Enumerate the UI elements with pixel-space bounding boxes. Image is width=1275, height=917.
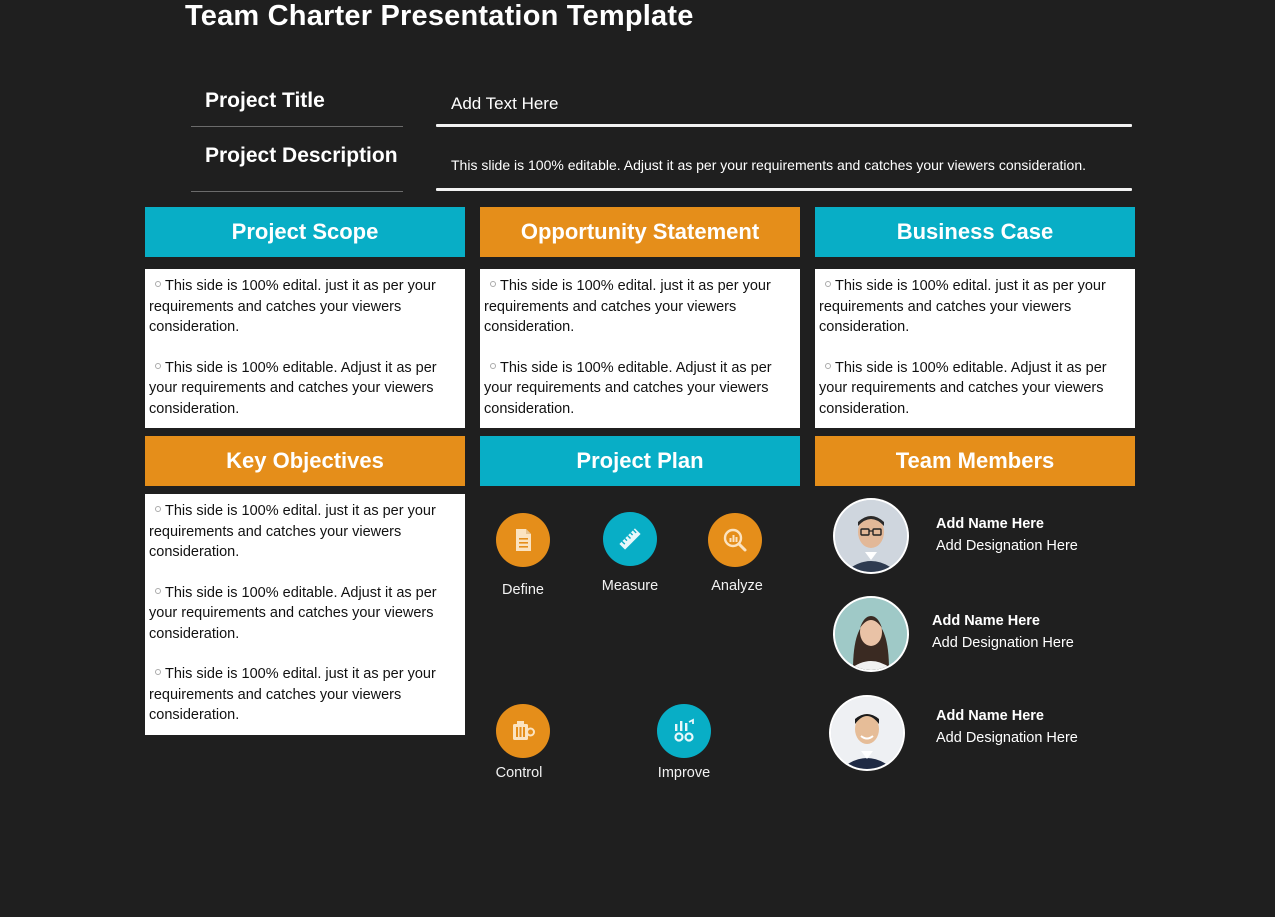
project-description-underline [436,188,1132,191]
member-designation: Add Designation Here [932,635,1074,651]
ruler-icon [603,512,657,566]
member-avatar-man-smiling [831,697,903,769]
bullet-icon [490,362,496,369]
list-item: This side is 100% edital. just it as per… [149,278,436,335]
team-members-header: Team Members [815,436,1135,486]
list-item: This side is 100% editable. Adjust it as… [149,584,437,642]
member-designation: Add Designation Here [936,730,1078,746]
bullet-icon [155,669,161,675]
list-item: This side is 100% edital. just it as per… [484,278,771,335]
opportunity-statement-header: Opportunity Statement [480,207,800,257]
member-name: Add Name Here [932,613,1040,629]
list-item: This side is 100% edital. just it as per… [149,503,436,560]
business-case-box: This side is 100% edital. just it as per… [815,269,1135,428]
business-case-header: Business Case [815,207,1135,257]
list-item: This side is 100% edital. just it as per… [149,666,436,723]
gears-chart-icon [657,704,711,758]
project-plan-header: Project Plan [480,436,800,486]
member-avatar-man-glasses [835,500,907,572]
document-icon [496,513,550,567]
plan-step-define: Define [502,582,544,598]
project-scope-header: Project Scope [145,207,465,257]
project-title-label-divider [191,126,403,127]
list-item: This side is 100% editable. Adjust it as… [484,359,772,417]
battery-gear-icon [496,704,550,758]
project-description-value[interactable]: This slide is 100% editable. Adjust it a… [451,157,1086,173]
bullet-icon [155,362,161,369]
project-title-value[interactable]: Add Text Here [451,94,559,113]
list-item: This side is 100% editable. Adjust it as… [819,359,1107,417]
opportunity-statement-box: This side is 100% edital. just it as per… [480,269,800,428]
list-item: This side is 100% editable. Adjust it as… [149,359,437,417]
magnifier-chart-icon [708,513,762,567]
key-objectives-box: This side is 100% edital. just it as per… [145,494,465,735]
plan-step-improve: Improve [657,765,711,781]
plan-step-control: Control [495,765,543,781]
bullet-icon [155,587,161,594]
bullet-icon [825,362,831,369]
key-objectives-header: Key Objectives [145,436,465,486]
plan-step-analyze: Analyze [711,578,763,594]
bullet-icon [490,281,496,287]
member-name: Add Name Here [936,708,1044,724]
list-item: This side is 100% edital. just it as per… [819,278,1106,335]
bullet-icon [155,281,161,287]
member-name: Add Name Here [936,516,1044,532]
member-designation: Add Designation Here [936,538,1078,554]
project-scope-box: This side is 100% edital. just it as per… [145,269,465,428]
bullet-icon [825,281,831,287]
member-avatar-woman [835,598,907,670]
project-title-underline [436,124,1132,127]
bullet-icon [155,506,161,512]
project-description-label-divider [191,191,403,192]
project-description-label: Project Description [205,144,398,167]
project-title-label: Project Title [205,89,325,112]
slide-title: Team Charter Presentation Template [185,0,694,32]
plan-step-measure: Measure [601,578,659,594]
